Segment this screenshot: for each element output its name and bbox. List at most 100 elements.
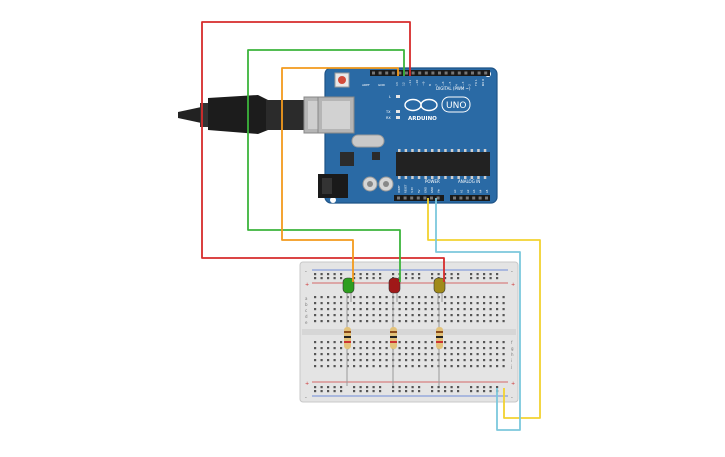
breadboard-hole[interactable]	[418, 365, 421, 368]
yellow-wire[interactable]	[427, 198, 541, 419]
breadboard-hole[interactable]	[450, 390, 453, 393]
breadboard-hole[interactable]	[411, 347, 414, 350]
breadboard-hole[interactable]	[353, 341, 356, 344]
breadboard-hole[interactable]	[314, 314, 317, 317]
breadboard-hole[interactable]	[333, 390, 336, 393]
breadboard-hole[interactable]	[470, 277, 473, 280]
breadboard-hole[interactable]	[431, 386, 434, 389]
breadboard-hole[interactable]	[359, 273, 362, 276]
breadboard-hole[interactable]	[444, 359, 447, 362]
breadboard-hole[interactable]	[320, 365, 323, 368]
breadboard-hole[interactable]	[353, 296, 356, 299]
breadboard-hole[interactable]	[483, 347, 486, 350]
breadboard-hole[interactable]	[327, 302, 330, 305]
breadboard-hole[interactable]	[496, 353, 499, 356]
breadboard-hole[interactable]	[327, 273, 330, 276]
breadboard-hole[interactable]	[476, 386, 479, 389]
breadboard-hole[interactable]	[489, 353, 492, 356]
breadboard-hole[interactable]	[398, 320, 401, 323]
breadboard-hole[interactable]	[444, 308, 447, 311]
breadboard-hole[interactable]	[314, 341, 317, 344]
breadboard-hole[interactable]	[379, 314, 382, 317]
breadboard-hole[interactable]	[320, 314, 323, 317]
breadboard-hole[interactable]	[444, 314, 447, 317]
breadboard-hole[interactable]	[314, 353, 317, 356]
breadboard-hole[interactable]	[483, 273, 486, 276]
breadboard-hole[interactable]	[405, 308, 408, 311]
breadboard-hole[interactable]	[476, 390, 479, 393]
breadboard-hole[interactable]	[457, 347, 460, 350]
breadboard-hole[interactable]	[424, 314, 427, 317]
breadboard-hole[interactable]	[333, 386, 336, 389]
breadboard-hole[interactable]	[340, 390, 343, 393]
breadboard-hole[interactable]	[502, 320, 505, 323]
breadboard-hole[interactable]	[372, 365, 375, 368]
breadboard-hole[interactable]	[470, 347, 473, 350]
breadboard-hole[interactable]	[489, 302, 492, 305]
breadboard-hole[interactable]	[405, 273, 408, 276]
breadboard-hole[interactable]	[372, 359, 375, 362]
breadboard[interactable]: - + + - - + + - a b c d e f g h i j	[299, 261, 519, 403]
header-pin[interactable]	[451, 71, 455, 75]
header-pin[interactable]	[459, 196, 463, 200]
breadboard-hole[interactable]	[496, 277, 499, 280]
breadboard-hole[interactable]	[398, 302, 401, 305]
breadboard-hole[interactable]	[398, 386, 401, 389]
header-pin[interactable]	[478, 196, 482, 200]
breadboard-hole[interactable]	[411, 359, 414, 362]
breadboard-hole[interactable]	[398, 353, 401, 356]
breadboard-hole[interactable]	[314, 296, 317, 299]
breadboard-hole[interactable]	[314, 386, 317, 389]
breadboard-hole[interactable]	[457, 320, 460, 323]
breadboard-hole[interactable]	[431, 277, 434, 280]
breadboard-hole[interactable]	[418, 308, 421, 311]
breadboard-hole[interactable]	[346, 320, 349, 323]
breadboard-hole[interactable]	[379, 359, 382, 362]
breadboard-hole[interactable]	[346, 308, 349, 311]
breadboard-hole[interactable]	[424, 359, 427, 362]
resistor-1[interactable]	[344, 327, 351, 349]
breadboard-hole[interactable]	[411, 353, 414, 356]
breadboard-hole[interactable]	[496, 359, 499, 362]
breadboard-hole[interactable]	[450, 273, 453, 276]
breadboard-hole[interactable]	[405, 390, 408, 393]
breadboard-hole[interactable]	[314, 359, 317, 362]
breadboard-hole[interactable]	[470, 353, 473, 356]
breadboard-hole[interactable]	[483, 320, 486, 323]
header-pin[interactable]	[385, 71, 389, 75]
breadboard-hole[interactable]	[327, 296, 330, 299]
header-pin[interactable]	[477, 71, 481, 75]
breadboard-hole[interactable]	[489, 390, 492, 393]
breadboard-hole[interactable]	[476, 347, 479, 350]
breadboard-hole[interactable]	[444, 390, 447, 393]
breadboard-hole[interactable]	[392, 386, 395, 389]
breadboard-hole[interactable]	[333, 296, 336, 299]
breadboard-hole[interactable]	[431, 320, 434, 323]
breadboard-hole[interactable]	[320, 296, 323, 299]
breadboard-hole[interactable]	[418, 359, 421, 362]
breadboard-hole[interactable]	[340, 353, 343, 356]
breadboard-hole[interactable]	[411, 320, 414, 323]
breadboard-hole[interactable]	[463, 359, 466, 362]
breadboard-hole[interactable]	[385, 347, 388, 350]
breadboard-hole[interactable]	[496, 386, 499, 389]
breadboard-hole[interactable]	[418, 296, 421, 299]
breadboard-hole[interactable]	[411, 296, 414, 299]
breadboard-hole[interactable]	[366, 359, 369, 362]
breadboard-hole[interactable]	[450, 365, 453, 368]
breadboard-hole[interactable]	[353, 308, 356, 311]
breadboard-hole[interactable]	[366, 353, 369, 356]
breadboard-hole[interactable]	[431, 390, 434, 393]
breadboard-hole[interactable]	[470, 365, 473, 368]
green-wire[interactable]	[247, 49, 405, 282]
breadboard-hole[interactable]	[411, 341, 414, 344]
breadboard-hole[interactable]	[320, 390, 323, 393]
breadboard-hole[interactable]	[320, 277, 323, 280]
breadboard-hole[interactable]	[424, 353, 427, 356]
breadboard-hole[interactable]	[346, 365, 349, 368]
breadboard-hole[interactable]	[340, 386, 343, 389]
breadboard-hole[interactable]	[450, 341, 453, 344]
breadboard-hole[interactable]	[327, 359, 330, 362]
breadboard-hole[interactable]	[463, 365, 466, 368]
breadboard-hole[interactable]	[431, 341, 434, 344]
